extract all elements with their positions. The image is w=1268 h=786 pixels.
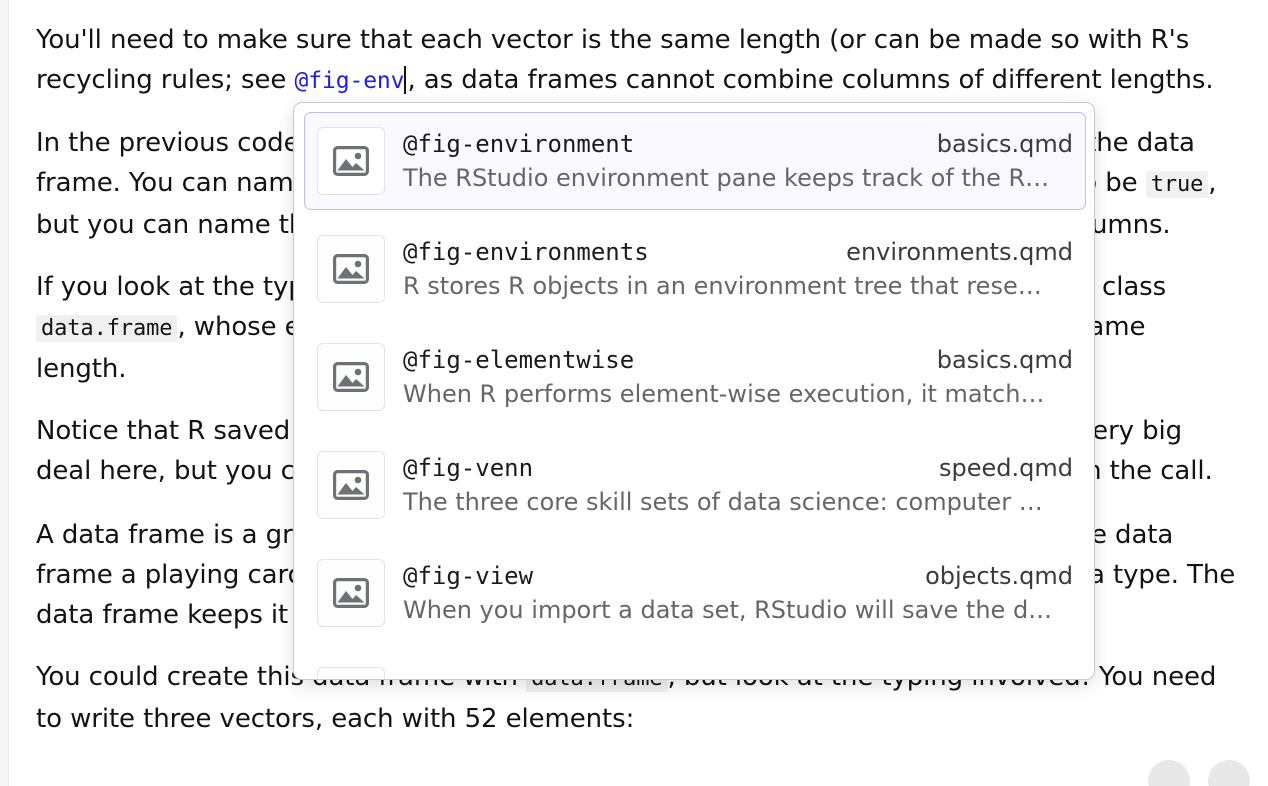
inline-code: true (1145, 171, 1209, 198)
image-placeholder-icon (317, 235, 385, 303)
paragraph-text: in the call. (1069, 456, 1213, 486)
autocomplete-item-file: objects.qmd (925, 562, 1073, 590)
paragraph-text: , as data frames cannot combine columns … (407, 65, 1214, 95)
autocomplete-item-description: R stores R objects in an environment tre… (403, 272, 1042, 300)
fab-left-button[interactable] (1148, 760, 1190, 786)
floating-action-buttons (1148, 760, 1250, 786)
cross-reference-token[interactable]: @fig-env (294, 68, 405, 94)
fab-right-button[interactable] (1208, 760, 1250, 786)
autocomplete-item-description: The three core skill sets of data scienc… (403, 488, 1043, 516)
autocomplete-item-description: When you import a data set, RStudio will… (403, 596, 1053, 624)
autocomplete-item-id: @fig-environment (403, 130, 635, 158)
editor-gutter (0, 0, 9, 786)
autocomplete-item-id: @fig-elementwise (403, 346, 635, 374)
autocomplete-item-header: @fig-venn speed.qmd (403, 454, 1073, 482)
autocomplete-item[interactable] (304, 652, 1086, 679)
autocomplete-item-header: @fig-view objects.qmd (403, 562, 1073, 590)
autocomplete-item-file: basics.qmd (936, 130, 1073, 158)
autocomplete-item-header: @fig-environment basics.qmd (403, 130, 1073, 158)
autocomplete-item-id: @fig-environments (403, 238, 649, 266)
autocomplete-item-body: @fig-environments environments.qmd R store… (403, 238, 1073, 300)
autocomplete-item-description: When R performs element-wise execution, … (403, 380, 1045, 408)
autocomplete-item-description: The RStudio environment pane keeps track… (403, 164, 1050, 192)
autocomplete-item-file: environments.qmd (846, 238, 1073, 266)
image-placeholder-icon (317, 667, 385, 679)
image-placeholder-icon (317, 559, 385, 627)
image-placeholder-icon (317, 127, 385, 195)
autocomplete-item-header: @fig-elementwise basics.qmd (403, 346, 1073, 374)
paragraph: You'll need to make sure that each vecto… (36, 20, 1236, 101)
autocomplete-item-file: basics.qmd (936, 346, 1073, 374)
text-cursor (404, 66, 407, 94)
autocomplete-item-file: speed.qmd (939, 454, 1073, 482)
image-placeholder-icon (317, 451, 385, 519)
autocomplete-item-id: @fig-view (403, 562, 534, 590)
image-placeholder-icon (317, 343, 385, 411)
autocomplete-item-header: @fig-environments environments.qmd (403, 238, 1073, 266)
paragraph-text: You'll need to make sure that each vecto… (36, 25, 1190, 95)
inline-code: data.frame (36, 315, 178, 342)
autocomplete-item-id: @fig-venn (403, 454, 534, 482)
autocomplete-item[interactable]: @fig-environments environments.qmd R store… (304, 220, 1086, 318)
